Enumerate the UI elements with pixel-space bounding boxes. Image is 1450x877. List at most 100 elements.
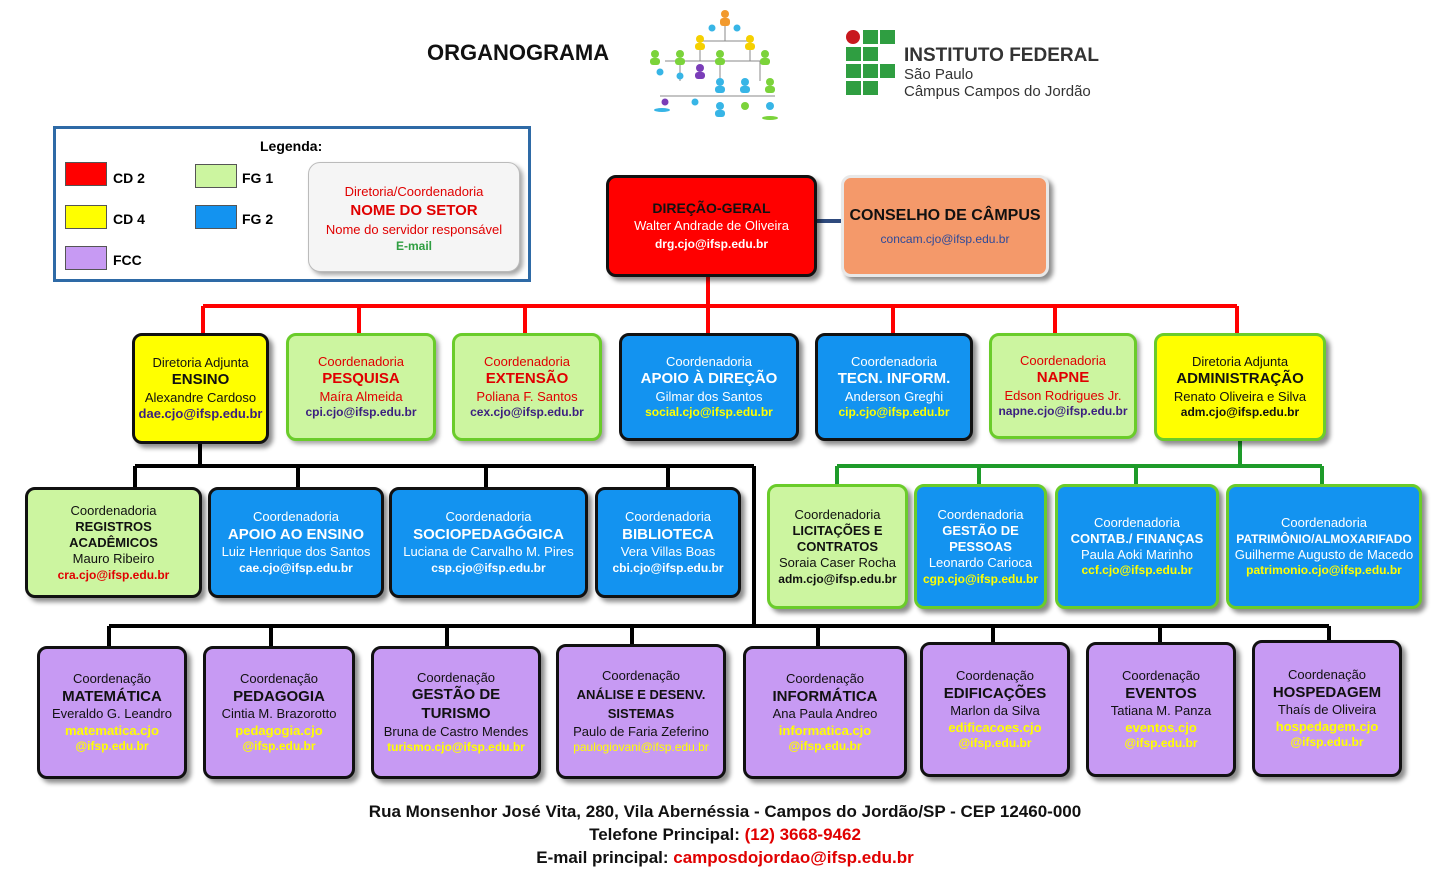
ensino-person: Alexandre Cardoso	[144, 389, 257, 405]
conselho-campus-title: CONSELHO DE CÂMPUS	[849, 206, 1041, 224]
legend-swatch-cd4	[65, 205, 107, 229]
eventos-name: EVENTOS	[1125, 684, 1197, 702]
box-hospedagem: Coordenação HOSPEDAGEM Thaís de Oliveira…	[1252, 640, 1402, 777]
footer-phone-label: Telefone Principal:	[589, 825, 745, 844]
analise-person: Paulo de Faria Zeferino	[573, 723, 709, 739]
box-analise-sistemas: Coordenação ANÁLISE E DESENV. SISTEMAS P…	[556, 644, 726, 779]
institute-name: INSTITUTO FEDERAL	[904, 45, 1099, 66]
box-matematica: Coordenação MATEMÁTICA Everaldo G. Leand…	[37, 646, 187, 779]
pedagogia-name: PEDAGOGIA	[233, 687, 325, 705]
pesquisa-person: Maíra Almeida	[319, 388, 403, 404]
box-ensino: Diretoria Adjunta ENSINO Alexandre Cardo…	[132, 333, 269, 444]
box-napne: Coordenadoria NAPNE Edson Rodrigues Jr. …	[989, 333, 1137, 439]
registros-kind: Coordenadoria	[70, 502, 157, 518]
legend-sample-kind: Diretoria/Coordenadoria	[344, 184, 484, 199]
apoio-direcao-person: Gilmar dos Santos	[655, 388, 763, 404]
eventos-email-domain: @ifsp.edu.br	[1124, 735, 1198, 750]
hospedagem-name: HOSPEDAGEM	[1272, 683, 1382, 701]
tecn-inform-kind: Coordenadoria	[850, 353, 937, 369]
pedagogia-person: Cintia M. Brazorotto	[221, 706, 337, 722]
pedagogia-email-domain: @ifsp.edu.br	[242, 738, 316, 753]
connector-ensino	[107, 444, 1331, 646]
direcao-geral-email: drg.cjo@ifsp.edu.br	[654, 236, 769, 251]
biblioteca-kind: Coordenadoria	[624, 509, 711, 525]
eventos-kind: Coordenação	[1121, 668, 1201, 684]
patrimonio-person: Guilherme Augusto de Macedo	[1234, 546, 1414, 562]
ensino-name: ENSINO	[171, 371, 230, 388]
legend-title: Legenda:	[260, 138, 323, 154]
licitacoes-email: adm.cjo@ifsp.edu.br	[778, 571, 897, 586]
extensao-person: Poliana F. Santos	[476, 388, 578, 404]
administracao-name: ADMINISTRAÇÃO	[1176, 370, 1304, 388]
box-gestao-pessoas: Coordenadoria GESTÃO DE PESSOAS Leonardo…	[914, 484, 1047, 609]
napne-email: napne.cjo@ifsp.edu.br	[998, 404, 1128, 419]
box-licitacoes: Coordenadoria LICITAÇÕES E CONTRATOS Sor…	[767, 484, 908, 609]
edificacoes-person: Marlon da Silva	[950, 703, 1040, 719]
apoio-direcao-kind: Coordenadoria	[665, 353, 752, 369]
sociopedagogica-email: csp.cjo@ifsp.edu.br	[431, 560, 546, 575]
napne-kind: Coordenadoria	[1019, 352, 1106, 368]
footer-phone: (12) 3668-9462	[744, 825, 861, 844]
hospedagem-email: hospedagem.cjo	[1275, 718, 1379, 734]
informatica-email: informatica.cjo	[778, 722, 872, 738]
footer-phone-line: Telefone Principal: (12) 3668-9462	[0, 823, 1450, 846]
registros-email: cra.cjo@ifsp.edu.br	[57, 567, 170, 582]
extensao-name: EXTENSÃO	[485, 370, 569, 388]
apoio-ensino-kind: Coordenadoria	[252, 509, 339, 525]
turismo-person: Bruna de Castro Mendes	[383, 723, 529, 739]
patrimonio-email: patrimonio.cjo@ifsp.edu.br	[1246, 562, 1402, 577]
registros-person: Mauro Ribeiro	[72, 551, 155, 567]
box-apoio-direcao: Coordenadoria APOIO À DIREÇÃO Gilmar dos…	[619, 333, 799, 441]
apoio-ensino-name: APOIO AO ENSINO	[227, 525, 365, 543]
eventos-person: Tatiana M. Panza	[1110, 703, 1212, 719]
apoio-ensino-email: cae.cjo@ifsp.edu.br	[239, 560, 353, 575]
eventos-email: eventos.cjo	[1125, 719, 1197, 735]
box-tecn-inform: Coordenadoria TECN. INFORM. Anderson Gre…	[815, 333, 973, 441]
tecn-inform-email: cip.cjo@ifsp.edu.br	[838, 405, 950, 420]
turismo-kind: Coordenação	[416, 670, 496, 685]
contab-name: CONTAB./ FINANÇAS	[1070, 530, 1204, 546]
pesquisa-name: PESQUISA	[322, 370, 400, 388]
pedagogia-kind: Coordenação	[239, 671, 319, 687]
patrimonio-kind: Coordenadoria	[1280, 515, 1367, 531]
biblioteca-person: Vera Villas Boas	[620, 544, 716, 560]
institute-state: São Paulo	[904, 66, 974, 83]
napne-person: Edson Rodrigues Jr.	[1004, 387, 1122, 403]
informatica-email-domain: @ifsp.edu.br	[788, 738, 862, 753]
footer: Rua Monsenhor José Vita, 280, Vila Abern…	[0, 800, 1450, 869]
box-direcao-geral: DIREÇÃO-GERAL Walter Andrade de Oliveira…	[606, 175, 817, 277]
legend-label-fg1: FG 1	[242, 170, 274, 186]
legend-label-cd2: CD 2	[113, 170, 145, 186]
footer-address: Rua Monsenhor José Vita, 280, Vila Abern…	[368, 802, 1082, 821]
pesquisa-kind: Coordenadoria	[317, 353, 404, 369]
informatica-kind: Coordenação	[785, 671, 865, 687]
footer-email[interactable]: camposdojordao@ifsp.edu.br	[673, 848, 914, 867]
box-apoio-ensino: Coordenadoria APOIO AO ENSINO Luiz Henri…	[208, 487, 384, 598]
biblioteca-email: cbi.cjo@ifsp.edu.br	[612, 560, 724, 575]
box-gestao-turismo: Coordenação GESTÃO DE TURISMO Bruna de C…	[371, 646, 541, 779]
hospedagem-person: Thaís de Oliveira	[1277, 702, 1377, 718]
gestao-pessoas-email: cgp.cjo@ifsp.edu.br	[922, 571, 1039, 586]
matematica-name: MATEMÁTICA	[62, 687, 162, 705]
licitacoes-name: LICITAÇÕES E CONTRATOS	[792, 522, 883, 554]
legend-swatch-fcc	[65, 246, 107, 270]
box-biblioteca: Coordenadoria BIBLIOTECA Vera Villas Boa…	[595, 487, 741, 598]
legend-sample-name: NOME DO SETOR	[350, 201, 478, 219]
turismo-email: turismo.cjo@ifsp.edu.br	[387, 740, 525, 754]
sociopedagogica-person: Luciana de Carvalho M. Pires	[403, 544, 574, 560]
napne-name: NAPNE	[1036, 369, 1090, 387]
institute-campus: Câmpus Campos do Jordão	[904, 83, 1091, 100]
matematica-kind: Coordenação	[72, 671, 152, 687]
legend-swatch-fg1	[195, 164, 237, 188]
instituto-federal-logo	[846, 30, 895, 95]
patrimonio-name: PATRIMÔNIO/ALMOXARIFADO	[1236, 531, 1412, 546]
sociopedagogica-name: SOCIOPEDAGÓGICA	[413, 525, 564, 543]
page-title: ORGANOGRAMA	[427, 40, 610, 65]
biblioteca-name: BIBLIOTECA	[622, 525, 714, 543]
connector-red	[201, 277, 1239, 333]
legend-sample-person: Nome do servidor responsável	[325, 221, 503, 237]
gestao-pessoas-person: Leonardo Carioca	[928, 555, 1033, 571]
direcao-geral-person: Walter Andrade de Oliveira	[634, 217, 789, 233]
licitacoes-person: Soraia Caser Rocha	[778, 555, 897, 571]
